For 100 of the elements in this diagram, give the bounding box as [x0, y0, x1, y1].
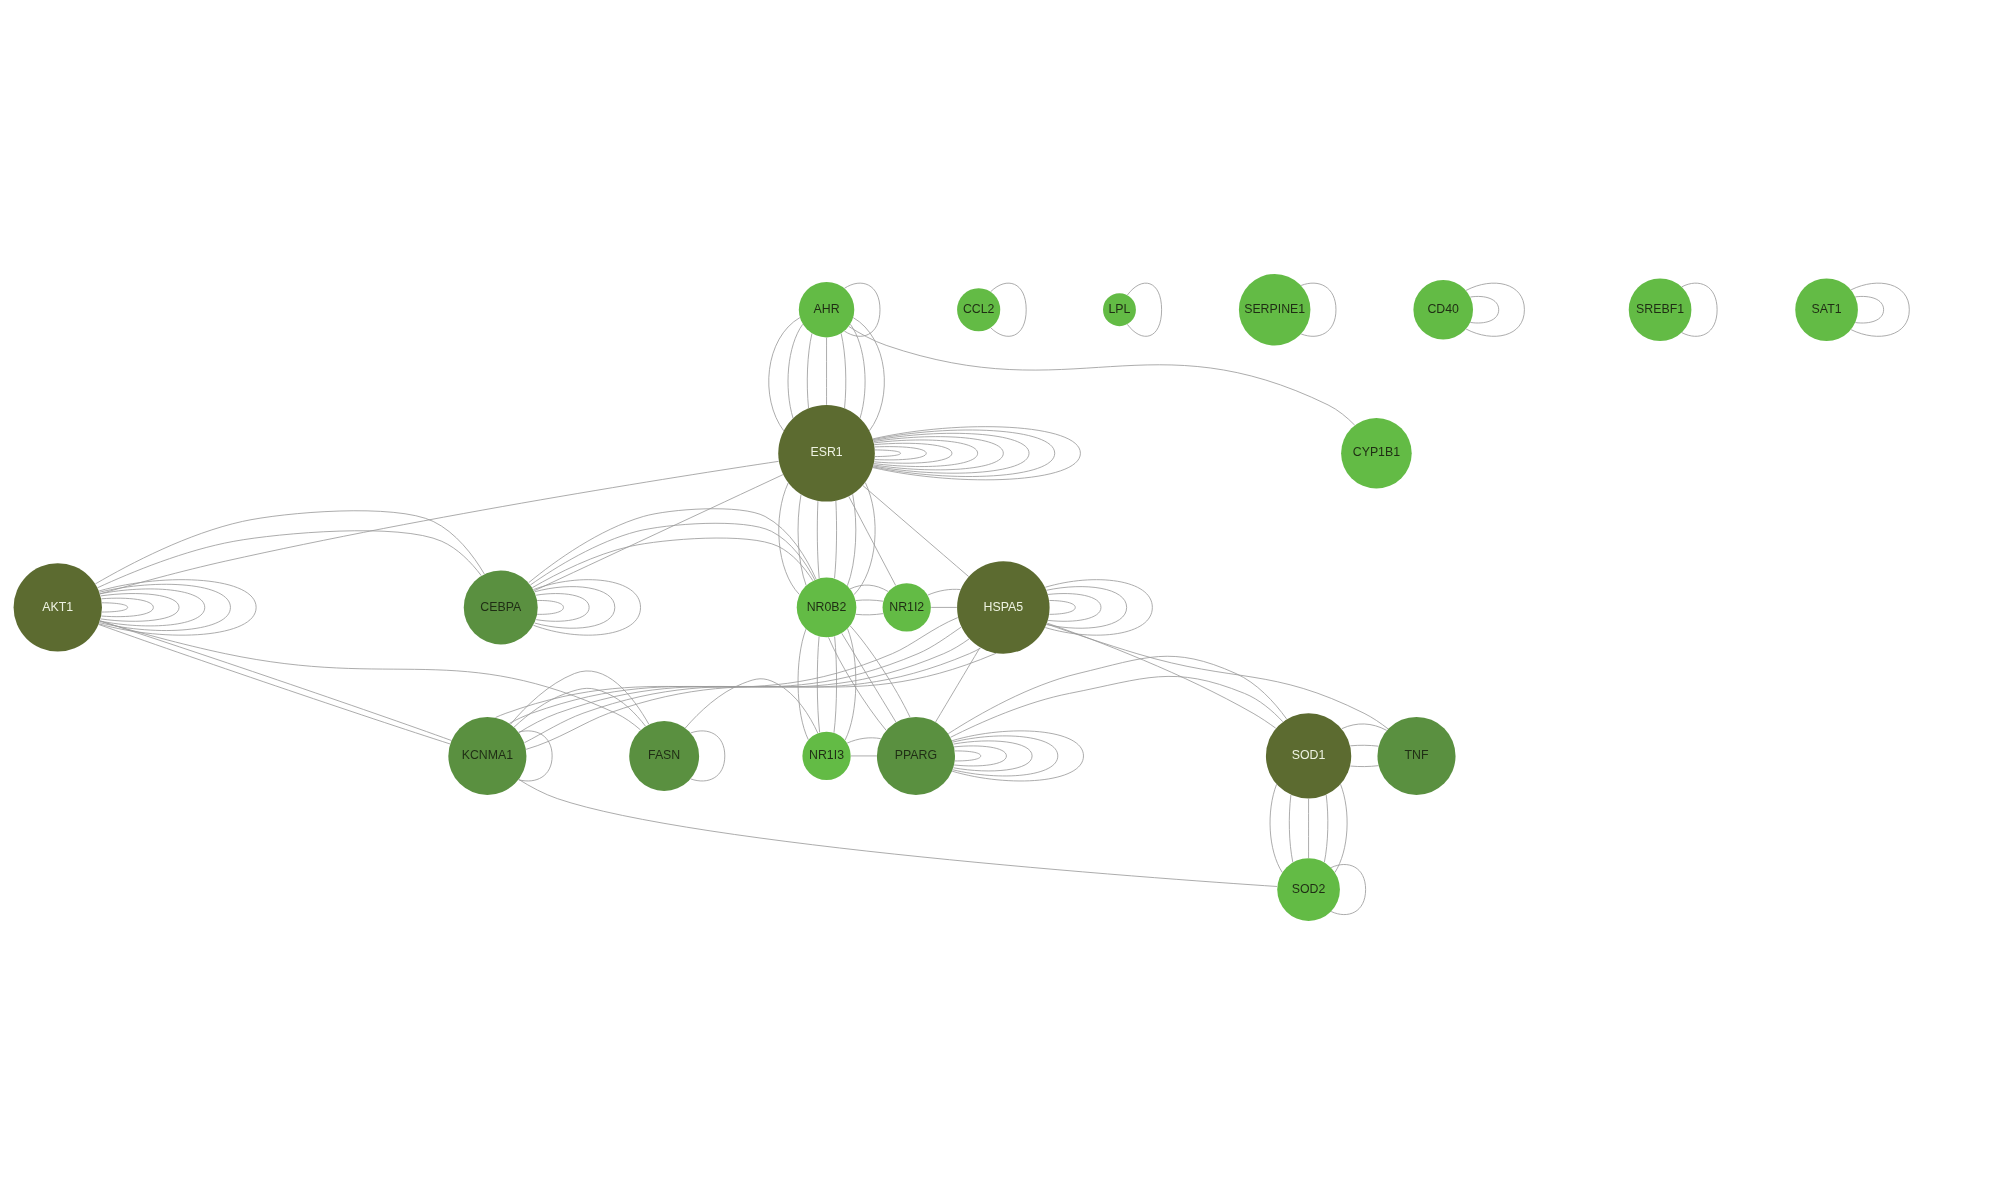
connector	[874, 449, 901, 457]
connector	[872, 432, 1029, 474]
connector	[953, 745, 1007, 767]
node-circle: PPARG	[876, 716, 955, 795]
connector	[1307, 798, 1309, 859]
connector	[99, 588, 205, 627]
connector	[1045, 623, 1388, 730]
connector	[529, 522, 815, 586]
connector	[849, 584, 888, 592]
connector	[947, 655, 1287, 735]
connector	[951, 735, 1058, 777]
node-circle: TNF	[1376, 716, 1456, 795]
node-circle: AKT1	[13, 563, 102, 652]
connector	[94, 510, 485, 585]
connector	[494, 617, 958, 718]
connector	[853, 482, 875, 596]
node-circle: SOD2	[1276, 858, 1340, 921]
connector	[98, 583, 231, 631]
connector	[827, 636, 887, 731]
node-circle: CEBPA	[463, 570, 538, 645]
connector	[816, 500, 820, 579]
connector	[797, 494, 807, 586]
connector	[872, 429, 1055, 477]
connector	[844, 628, 856, 741]
connector	[533, 474, 783, 592]
connector	[1469, 296, 1499, 324]
connector	[1680, 282, 1718, 337]
connector	[513, 687, 646, 728]
connector	[840, 333, 846, 409]
connector	[952, 740, 1032, 772]
connector	[825, 337, 827, 406]
connector	[1854, 296, 1884, 324]
connector	[767, 317, 800, 432]
connector	[508, 626, 962, 724]
node-circle: ESR1	[777, 404, 875, 502]
connector	[1045, 586, 1127, 629]
node-circle: CYP1B1	[1340, 417, 1412, 489]
connector	[100, 602, 128, 613]
connector	[934, 647, 980, 723]
connector	[1330, 864, 1366, 915]
connector	[1048, 600, 1076, 615]
connector	[849, 323, 865, 419]
connector	[532, 579, 641, 636]
connector	[1349, 765, 1379, 767]
connector	[787, 323, 803, 419]
connector	[840, 632, 896, 723]
connector	[1269, 783, 1283, 873]
node-circle: AHR	[798, 281, 854, 338]
connector	[684, 678, 818, 734]
connector	[873, 446, 927, 461]
connector	[689, 730, 725, 782]
connector	[816, 635, 820, 733]
node-circle: FASN	[628, 721, 699, 791]
connector	[1300, 282, 1336, 337]
connector	[949, 676, 1283, 738]
connector	[833, 635, 837, 734]
node-circle: KCNMA1	[447, 716, 526, 795]
connector	[1126, 282, 1162, 337]
connector	[873, 442, 952, 464]
node-circle: SERPINE1	[1238, 273, 1310, 346]
connector	[98, 460, 779, 595]
node-circle: SREBF1	[1628, 278, 1691, 342]
node-circle: SOD1	[1265, 713, 1351, 799]
connector	[930, 607, 957, 608]
connector	[854, 599, 884, 602]
node-circle: CD40	[1412, 279, 1473, 340]
node-circle: HSPA5	[956, 561, 1050, 654]
connector	[861, 485, 969, 577]
connector	[1349, 744, 1379, 747]
connector	[527, 508, 816, 584]
connector	[852, 317, 885, 432]
connector	[1288, 794, 1293, 863]
connector	[847, 495, 896, 586]
connector	[806, 333, 812, 409]
connector	[926, 588, 961, 596]
connector	[1333, 783, 1347, 873]
connector	[872, 426, 1081, 481]
connector	[531, 537, 813, 589]
connector	[536, 600, 564, 615]
node-circle: NR1I3	[801, 731, 851, 781]
connector	[843, 282, 880, 337]
connector	[850, 755, 877, 757]
connector	[833, 500, 837, 579]
connector	[846, 737, 881, 744]
connector	[797, 628, 809, 741]
connector	[533, 586, 615, 629]
connector	[98, 579, 257, 636]
connector	[1465, 282, 1525, 337]
connector	[98, 620, 641, 731]
connector	[96, 530, 482, 589]
connector	[777, 482, 800, 595]
connector	[1046, 622, 1276, 729]
connector	[509, 670, 649, 725]
connector	[517, 779, 1278, 887]
connector	[1047, 593, 1101, 622]
connector	[873, 439, 978, 467]
connector	[100, 597, 154, 618]
node-circle: SAT1	[1794, 278, 1858, 342]
connector	[872, 436, 1004, 471]
node-circle: NR1I2	[882, 583, 931, 632]
